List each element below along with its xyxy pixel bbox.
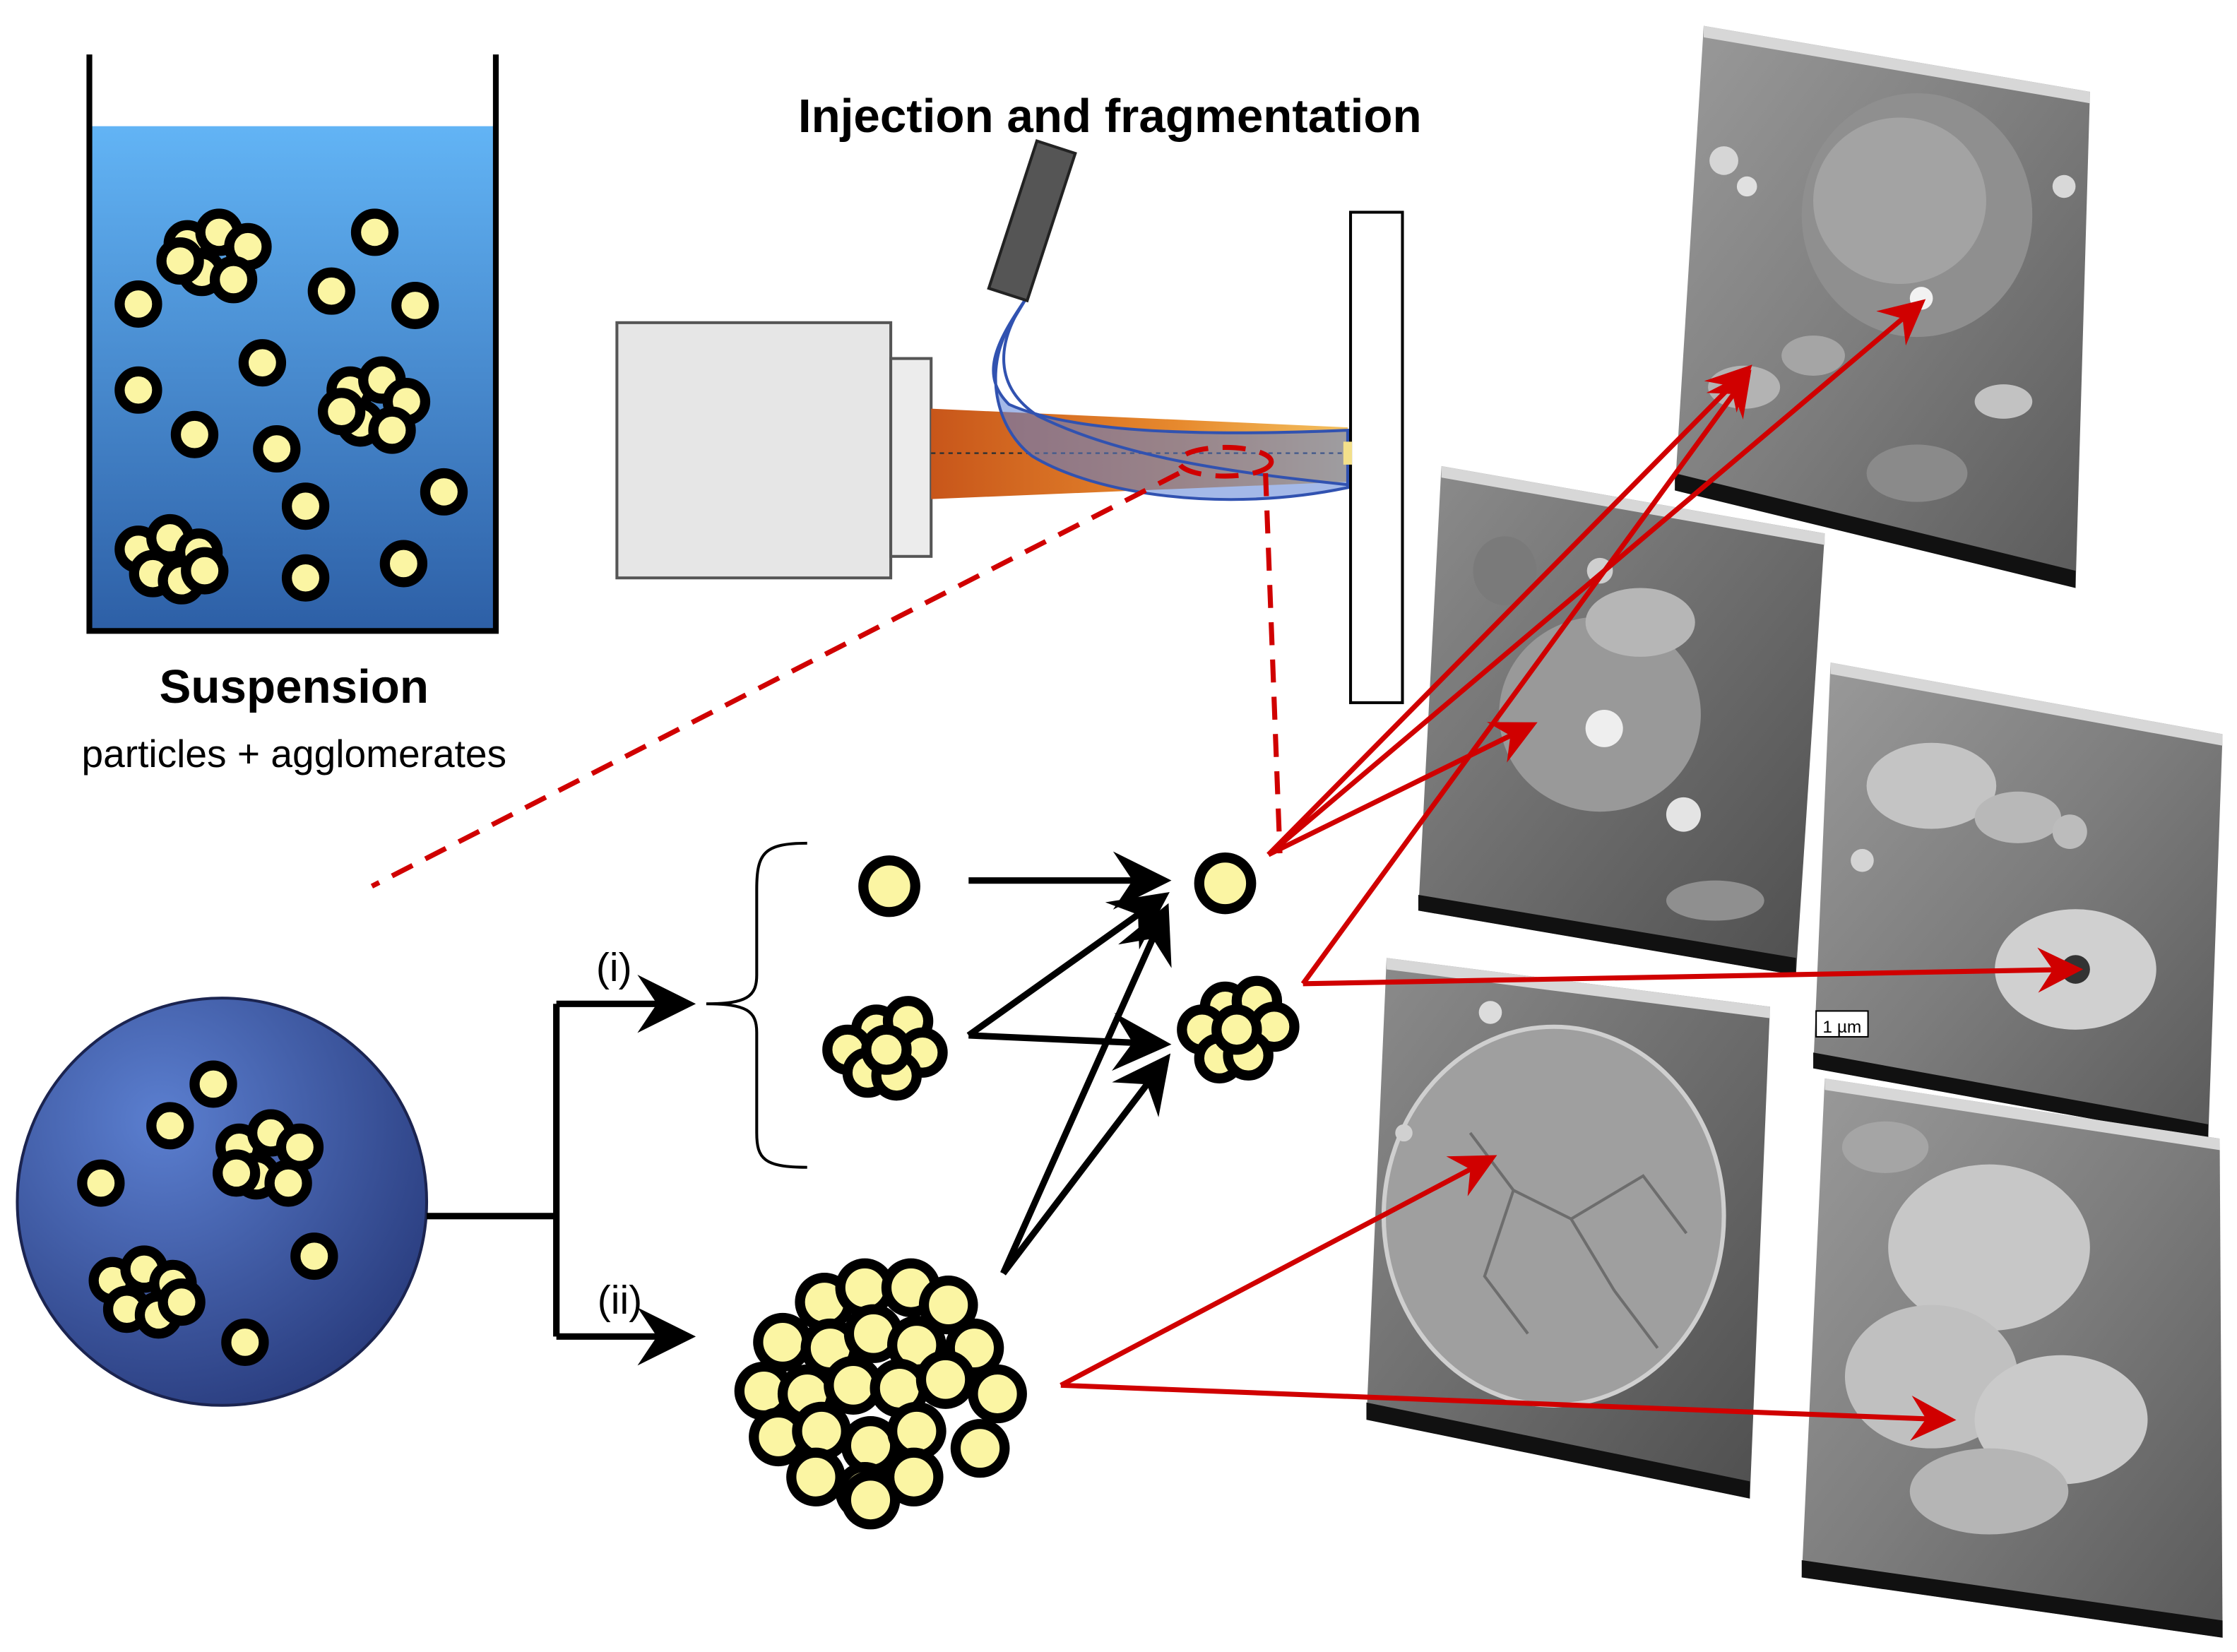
fragmentation-zone <box>1176 444 1274 479</box>
suspension-subtitle: particles + agglomerates <box>81 732 506 776</box>
suspension-stream <box>992 297 1349 501</box>
substrate <box>1348 210 1404 704</box>
branch-connector <box>427 1004 560 1337</box>
sem-panel-bottom-left <box>1366 958 1770 1499</box>
outcome-arrows <box>966 851 1172 1276</box>
suspension-beaker <box>86 54 499 634</box>
sem-panel-middle-right: 1 µm <box>1813 662 2223 1141</box>
injector-tube <box>987 139 1077 303</box>
scale-bar-label: 1 µm <box>1822 1018 1861 1037</box>
outcome-agglomerate <box>1177 975 1300 1083</box>
injection-title: Injection and fragmentation <box>798 90 1422 143</box>
sem-panel-bottom-right <box>1801 1078 2223 1638</box>
suspension-droplet <box>16 997 429 1407</box>
red-outcome-arrows <box>1060 299 2084 1441</box>
suspension-particles <box>114 208 468 605</box>
torch-body <box>615 321 893 580</box>
suspension-title: Suspension <box>159 660 429 713</box>
sem-panel-middle-left <box>1418 465 1825 975</box>
small-agglomerate <box>822 996 948 1101</box>
torch-nozzle <box>889 357 933 558</box>
outcome-single-particle <box>1194 852 1257 915</box>
plasma-torch <box>615 139 1349 580</box>
zoom-line-left <box>370 470 1180 889</box>
beaker-walls <box>86 54 499 634</box>
large-agglomerate <box>734 1258 1027 1530</box>
branch-ii-label: (ii) <box>598 1278 642 1323</box>
zoom-line-right <box>1263 473 1283 854</box>
branch-i-label: (i) <box>596 945 632 990</box>
branch-i-brace <box>706 841 807 1169</box>
single-particle <box>858 855 920 917</box>
sem-panel-top <box>1675 25 2090 588</box>
